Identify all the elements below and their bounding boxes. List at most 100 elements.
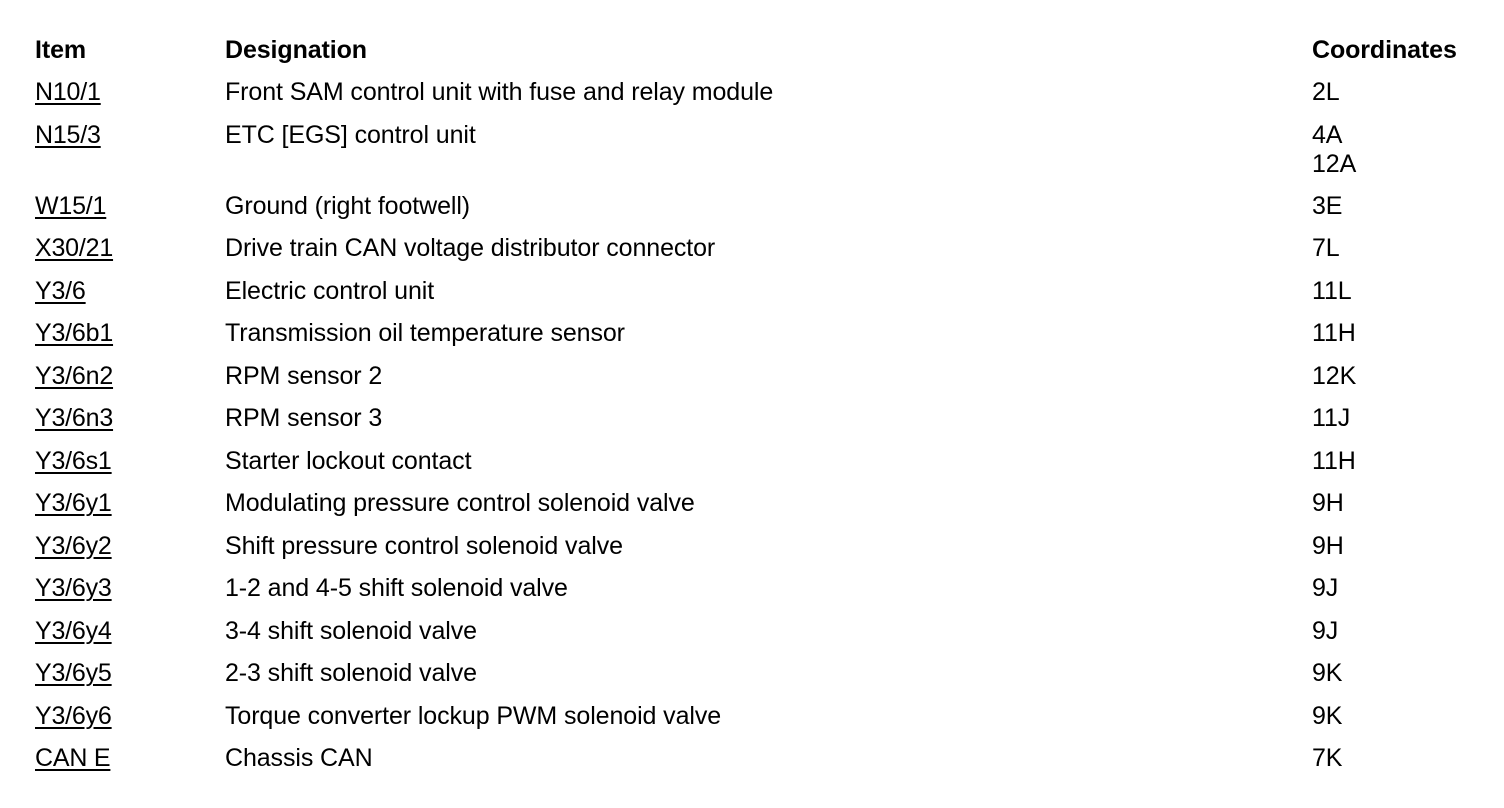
- coordinates-cell: 12K: [1312, 362, 1470, 391]
- coordinates-cell: 11L: [1312, 277, 1470, 306]
- designation-text: Front SAM control unit with fuse and rel…: [225, 78, 774, 106]
- item-link[interactable]: Y3/6b1: [35, 319, 114, 347]
- item-link[interactable]: Y3/6y4: [35, 616, 112, 645]
- designation-text: Electric control unit: [225, 276, 435, 305]
- item-link[interactable]: Y3/6y5: [35, 659, 112, 687]
- item-cell: Y3/6n2: [35, 362, 225, 390]
- coordinates-cell: 9H: [1312, 532, 1470, 561]
- item-link[interactable]: Y3/6y6: [35, 701, 112, 730]
- column-header-coordinates-cell: Coordinates: [1312, 36, 1470, 64]
- table-row: X30/21 Drive train CAN voltage distributo…: [35, 234, 1470, 277]
- designation-text: 3-4 shift solenoid valve: [225, 616, 477, 645]
- coordinates-cell: 11H: [1312, 447, 1470, 476]
- item-cell: Y3/6s1: [35, 447, 225, 475]
- item-link[interactable]: Y3/6y1: [35, 489, 112, 517]
- coordinates-cell: 9J: [1312, 574, 1470, 603]
- table-row: Y3/6y3 1-2 and 4-5 shift solenoid valve 9J: [35, 574, 1470, 617]
- table-row: Y3/6s1 Starter lockout contact 11H: [35, 447, 1470, 490]
- table-row: Y3/6n3 RPM sensor 3 11J: [35, 404, 1470, 447]
- item-link[interactable]: Y3/6y2: [35, 531, 112, 560]
- item-link[interactable]: Y3/6n2: [35, 361, 114, 390]
- coordinates-cell: 9H: [1312, 489, 1470, 518]
- coordinates-cell: 3E: [1312, 192, 1470, 221]
- coordinates-cell: 11J: [1312, 404, 1470, 433]
- item-cell: CAN E: [35, 744, 225, 772]
- coordinate-value: 11H: [1312, 446, 1356, 475]
- coordinate-value: 9K: [1312, 701, 1343, 730]
- designation-cell: Torque converter lockup PWM solenoid val…: [225, 702, 1312, 730]
- item-link[interactable]: W15/1: [35, 191, 107, 220]
- item-link[interactable]: Y3/6y3: [35, 574, 112, 602]
- designation-cell: Drive train CAN voltage distributor conn…: [225, 234, 1312, 262]
- designation-cell: RPM sensor 3: [225, 404, 1312, 432]
- coordinate-value: 11L: [1312, 276, 1352, 305]
- item-cell: N15/3: [35, 121, 225, 149]
- column-header-designation: Designation: [225, 36, 367, 64]
- item-cell: Y3/6y3: [35, 574, 225, 602]
- item-cell: X30/21: [35, 234, 225, 262]
- designation-text: 1-2 and 4-5 shift solenoid valve: [225, 574, 568, 602]
- designation-text: Chassis CAN: [225, 744, 373, 772]
- designation-text: Ground (right footwell): [225, 191, 471, 220]
- table-row: Y3/6y1 Modulating pressure control soleno…: [35, 489, 1470, 532]
- coordinates-cell: 9K: [1312, 702, 1470, 731]
- table-row: Y3/6y6 Torque converter lockup PWM soleno…: [35, 702, 1470, 745]
- designation-cell: Chassis CAN: [225, 744, 1312, 772]
- coordinate-value: 3E: [1312, 191, 1343, 220]
- item-cell: Y3/6b1: [35, 319, 225, 347]
- item-link[interactable]: CAN E: [35, 744, 111, 772]
- coordinate-value: 9J: [1312, 574, 1339, 602]
- table-row: Y3/6y2 Shift pressure control solenoid va…: [35, 532, 1470, 575]
- item-cell: Y3/6n3: [35, 404, 225, 432]
- designation-cell: 1-2 and 4-5 shift solenoid valve: [225, 574, 1312, 602]
- item-link[interactable]: Y3/6s1: [35, 446, 112, 475]
- item-cell: Y3/6: [35, 277, 225, 305]
- coordinate-value: 9J: [1312, 616, 1339, 645]
- coordinate-value: 7L: [1312, 234, 1340, 262]
- table-body: N10/1 Front SAM control unit with fuse an…: [35, 78, 1470, 787]
- designation-cell: ETC [EGS] control unit: [225, 121, 1312, 149]
- designation-cell: Electric control unit: [225, 277, 1312, 305]
- column-header-coordinates: Coordinates: [1312, 36, 1457, 64]
- designation-text: Modulating pressure control solenoid val…: [225, 489, 695, 517]
- coordinates-cell: 2L: [1312, 78, 1470, 107]
- coordinate-value: 11H: [1312, 319, 1356, 347]
- table-row: Y3/6b1 Transmission oil temperature senso…: [35, 319, 1470, 362]
- column-header-item: Item: [35, 36, 87, 64]
- designation-text: Starter lockout contact: [225, 446, 472, 475]
- item-link[interactable]: N10/1: [35, 78, 101, 106]
- item-link[interactable]: Y3/6n3: [35, 404, 114, 432]
- column-header-item-cell: Item: [35, 36, 225, 64]
- coordinate-value: 7K: [1312, 744, 1343, 772]
- item-link[interactable]: X30/21: [35, 234, 114, 262]
- item-cell: N10/1: [35, 78, 225, 106]
- table-row: CAN E Chassis CAN 7K: [35, 744, 1470, 787]
- designation-cell: Front SAM control unit with fuse and rel…: [225, 78, 1312, 106]
- coordinate-value: 9H: [1312, 489, 1344, 517]
- coordinate-value: 9H: [1312, 531, 1344, 560]
- table-header-row: Item Designation Coordinates: [35, 36, 1470, 78]
- designation-cell: 3-4 shift solenoid valve: [225, 617, 1312, 645]
- coordinate-value: 12K: [1312, 361, 1357, 390]
- designation-cell: RPM sensor 2: [225, 362, 1312, 390]
- designation-text: ETC [EGS] control unit: [225, 120, 476, 149]
- item-link[interactable]: Y3/6: [35, 276, 86, 305]
- coordinates-cell: 7L: [1312, 234, 1470, 263]
- designation-cell: Transmission oil temperature sensor: [225, 319, 1312, 347]
- coordinate-value: 2L: [1312, 78, 1340, 106]
- item-cell: W15/1: [35, 192, 225, 220]
- designation-text: RPM sensor 3: [225, 404, 383, 432]
- table-row: N10/1 Front SAM control unit with fuse an…: [35, 78, 1470, 121]
- designation-text: 2-3 shift solenoid valve: [225, 659, 477, 687]
- coordinates-cell: 7K: [1312, 744, 1470, 773]
- designation-cell: Shift pressure control solenoid valve: [225, 532, 1312, 560]
- coordinates-cell: 11H: [1312, 319, 1470, 348]
- table-row: Y3/6 Electric control unit 11L: [35, 277, 1470, 320]
- item-cell: Y3/6y1: [35, 489, 225, 517]
- item-link[interactable]: N15/3: [35, 120, 101, 149]
- designation-text: RPM sensor 2: [225, 361, 383, 390]
